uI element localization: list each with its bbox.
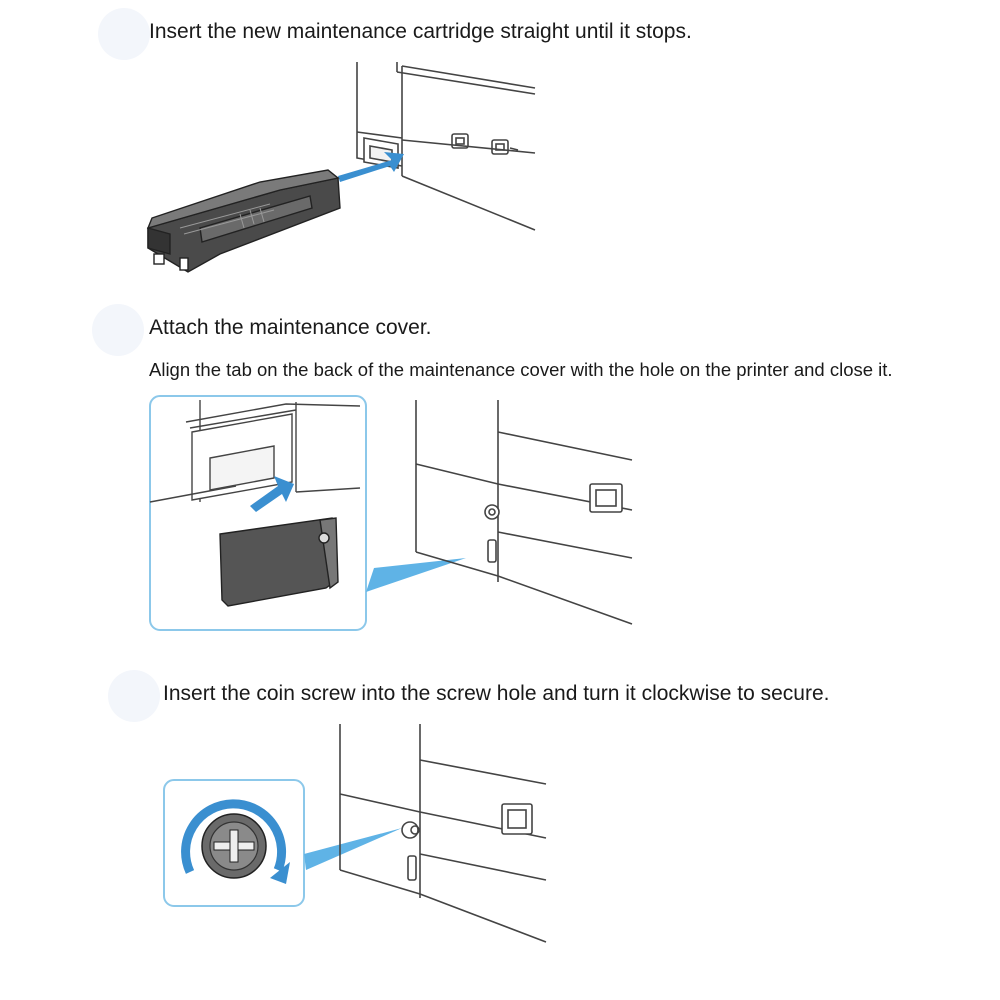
- step-3-heading: Insert the coin screw into the screw hol…: [163, 682, 830, 705]
- coin-screw-illustration: [163, 724, 547, 943]
- step-2-marker: [92, 304, 144, 356]
- step-3-marker: [108, 670, 160, 722]
- cover-attach-illustration: [149, 395, 633, 631]
- step-2-heading: Attach the maintenance cover.: [149, 316, 432, 339]
- step-1-heading: Insert the new maintenance cartridge str…: [149, 20, 692, 43]
- cartridge-insert-illustration: [146, 62, 536, 273]
- step-2-detail: Align the tab on the back of the mainten…: [149, 359, 893, 380]
- step-1-marker: [98, 8, 150, 60]
